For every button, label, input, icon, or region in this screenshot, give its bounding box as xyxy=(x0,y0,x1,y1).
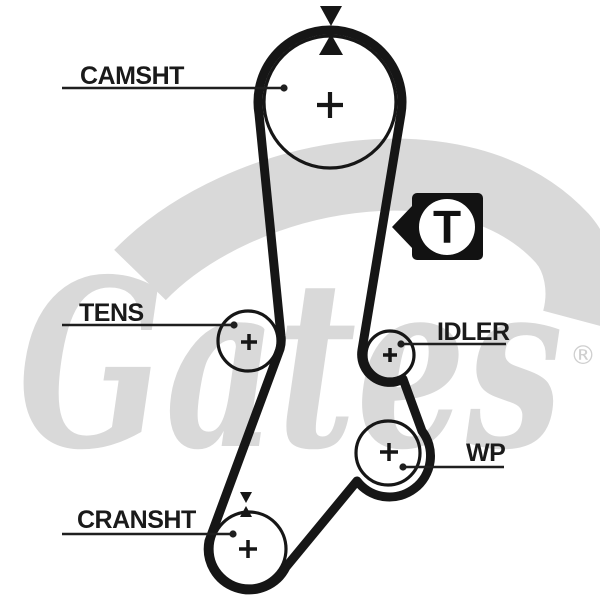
timing-badge-letter: T xyxy=(433,201,461,253)
water-pump-leader-dot xyxy=(399,463,407,471)
crankshaft-center-mark xyxy=(239,540,257,558)
arrow-up-icon xyxy=(240,506,252,517)
arrow-left-icon xyxy=(392,205,413,249)
water-pump-pulley xyxy=(354,419,422,487)
idler-leader-dot xyxy=(397,340,405,348)
crankshaft-label: CRANSHT xyxy=(77,506,196,534)
arrow-up-icon xyxy=(319,34,343,55)
watermark-swash xyxy=(114,138,600,326)
camshaft-label: CAMSHT xyxy=(80,62,184,90)
tensioner-leader-dot xyxy=(230,321,238,329)
camshaft-leader-dot xyxy=(280,84,288,92)
timing-badge-circle xyxy=(419,199,475,255)
crankshaft-timing-mark-icon xyxy=(240,492,252,517)
arrow-down-icon xyxy=(320,6,342,26)
tensioner-label: TENS xyxy=(79,299,144,327)
registered-trademark-icon: ® xyxy=(570,341,596,371)
timing-belt xyxy=(203,25,435,595)
gates-watermark: Gates ® xyxy=(18,138,600,501)
idler-label: IDLER xyxy=(437,318,510,346)
watermark-brand-text: Gates xyxy=(18,228,563,501)
arrow-down-icon xyxy=(240,492,252,503)
water-pump-label: WP xyxy=(466,439,505,467)
water-pump-center-mark xyxy=(380,443,398,461)
camshaft-timing-mark-icon xyxy=(319,6,343,55)
crankshaft-leader-dot xyxy=(229,530,237,538)
timing-badge: T xyxy=(392,193,483,260)
camshaft-center-mark xyxy=(317,92,343,118)
idler-center-mark xyxy=(383,348,397,362)
tensioner-center-mark xyxy=(241,334,257,350)
